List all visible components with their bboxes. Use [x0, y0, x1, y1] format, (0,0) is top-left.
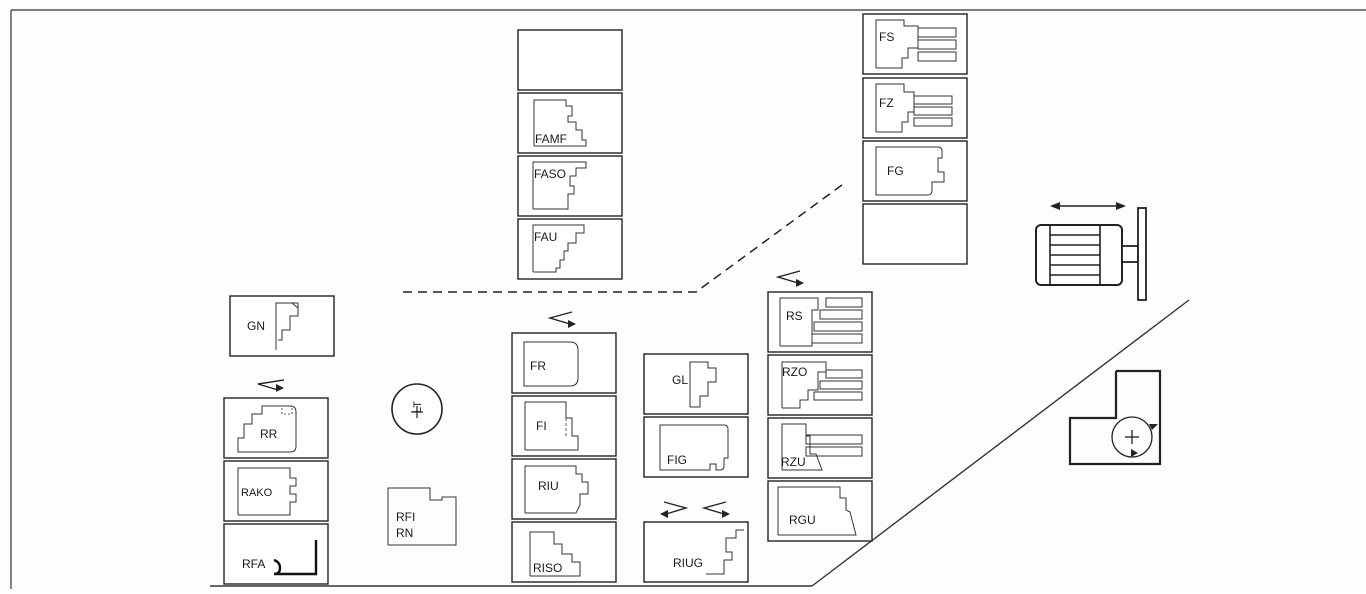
workpiece-outline: [1068, 369, 1162, 466]
rotation-arrow-head-icon: [1149, 424, 1158, 430]
tile-riu[interactable]: RIU: [511, 458, 617, 520]
tile-label-fs: FS: [879, 30, 894, 44]
tile-famf[interactable]: FAMF: [517, 92, 623, 154]
tile-label-fig: FIG: [667, 453, 687, 467]
tile-label-rr: RR: [260, 427, 278, 441]
tile-label-fau: FAU: [534, 230, 557, 244]
rzu-profile-icon: [781, 423, 823, 471]
tile-fg[interactable]: FG: [862, 140, 968, 202]
arrow-right-head-icon: [1116, 202, 1126, 210]
tile-fr[interactable]: FR: [511, 332, 617, 394]
rgu-profile-icon: [777, 486, 857, 536]
rzo-profile-icon: [781, 361, 827, 409]
fr-direction-arrow-icon: [547, 311, 576, 328]
tile-label-riu: RIU: [538, 479, 559, 493]
fs-slot-2: [917, 39, 957, 50]
spindle-motor-symbol: [1035, 202, 1147, 301]
tile-riso[interactable]: RISO: [511, 521, 617, 583]
tile-label-fr: FR: [530, 359, 546, 373]
faso-profile-icon: [532, 161, 587, 210]
tile-rs[interactable]: RS: [767, 291, 873, 353]
tile-rzu[interactable]: RZU: [767, 417, 873, 479]
tile-fau[interactable]: FAU: [517, 218, 623, 280]
fig-profile-icon: [659, 424, 729, 471]
riug-direction-arrows-icon: [660, 501, 730, 518]
tile-rfa[interactable]: RFA: [223, 523, 329, 585]
label-rn: RN: [396, 526, 413, 540]
tile-rako[interactable]: RAKO: [223, 460, 329, 522]
tile-fs[interactable]: FS: [862, 13, 968, 75]
tile-gl[interactable]: GL: [643, 353, 749, 415]
tile-label-rzu: RZU: [781, 455, 806, 469]
tile-label-rgu: RGU: [789, 513, 816, 527]
riu-profile-icon: [524, 465, 589, 514]
lt-label: LT: [412, 401, 424, 413]
tile-label-fi: FI: [536, 419, 547, 433]
tile-label-faso: FASO: [534, 167, 566, 181]
tile-riug[interactable]: RIUG: [643, 521, 749, 583]
tile-rr[interactable]: RR: [223, 397, 329, 459]
lt-tool-symbol: LT: [391, 383, 443, 435]
rr-profile-icon: [237, 405, 297, 453]
rr-direction-arrow-icon: [257, 379, 285, 392]
tile-label-fg: FG: [887, 164, 904, 178]
tile-empty-right[interactable]: [862, 203, 968, 265]
tile-rzo[interactable]: RZO: [767, 354, 873, 416]
tile-label-rfa: RFA: [242, 557, 265, 571]
tile-fig[interactable]: FIG: [643, 416, 749, 478]
tile-label-riso: RISO: [533, 561, 562, 575]
tile-fz[interactable]: FZ: [862, 77, 968, 139]
tile-label-gn: GN: [247, 319, 265, 333]
fau-profile-icon: [532, 224, 585, 273]
rfi-rn-profile[interactable]: RFI RN: [387, 487, 457, 546]
motor-flange: [1137, 207, 1147, 301]
tile-label-gl: GL: [672, 373, 688, 387]
tile-gn[interactable]: GN: [229, 295, 335, 357]
tile-empty-top[interactable]: [517, 29, 623, 91]
motor-shaft: [1121, 245, 1139, 263]
famf-profile-icon: [533, 99, 587, 147]
tile-label-riug: RIUG: [673, 556, 703, 570]
riug-profile-icon: [706, 529, 744, 575]
tile-fi[interactable]: FI: [511, 395, 617, 457]
tile-label-fz: FZ: [879, 96, 894, 110]
rs-direction-arrow-icon: [775, 270, 804, 287]
tile-label-famf: FAMF: [535, 132, 567, 146]
fi-profile-icon: [524, 401, 579, 451]
riso-profile-icon: [529, 531, 581, 577]
label-rfi: RFI: [396, 510, 415, 524]
tile-faso[interactable]: FASO: [517, 155, 623, 217]
rs-profile-icon: [779, 297, 819, 347]
arrow-left-head-icon: [1050, 202, 1060, 210]
rfa-profile-icon: [273, 540, 318, 576]
fs-slot-3: [917, 51, 957, 62]
fz-slot-3: [913, 117, 953, 127]
rotation-workpiece-symbol: [1068, 369, 1162, 466]
fg-profile-icon: [875, 146, 945, 196]
rfi-rn-outline: [387, 487, 457, 546]
dashed-separator: [403, 181, 847, 293]
tile-label-rs: RS: [786, 309, 803, 323]
tile-label-rako: RAKO: [241, 487, 273, 499]
tile-rgu[interactable]: RGU: [767, 480, 873, 542]
diagonal-separator-line: [811, 299, 1190, 587]
rako-profile-icon: [237, 467, 297, 516]
rotation-circle-icon: [1111, 416, 1153, 458]
fs-slot-1: [917, 27, 957, 38]
fz-slot-2: [913, 106, 953, 116]
gl-profile-icon: [689, 361, 717, 408]
fz-slot-1: [913, 95, 953, 105]
tile-label-rzo: RZO: [782, 365, 807, 379]
fr-profile-icon: [523, 341, 579, 387]
